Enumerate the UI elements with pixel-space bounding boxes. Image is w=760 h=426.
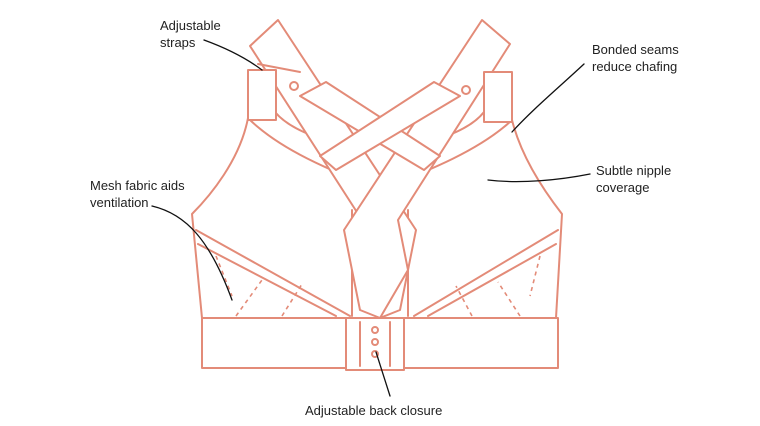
leader-subtle-coverage	[487, 173, 591, 183]
label-subtle-coverage-line2: coverage	[596, 180, 650, 195]
closure-hook	[371, 326, 379, 334]
left-side-inner-edge	[195, 229, 351, 317]
label-mesh-fabric-line2: ventilation	[90, 195, 149, 210]
label-adjustable-straps: Adjustable straps	[160, 17, 221, 51]
label-subtle-coverage-line1: Subtle nipple	[596, 163, 672, 178]
leader-back-closure	[375, 351, 391, 397]
leader-bonded-seams	[511, 63, 585, 133]
closure-hooks	[371, 326, 379, 358]
label-subtle-coverage: Subtle nipple coverage	[596, 162, 671, 196]
right-side-inner-edge-2	[427, 243, 557, 317]
left-mesh-dash-3	[281, 283, 303, 317]
left-strap-slider	[247, 69, 277, 121]
leader-adjustable-straps	[203, 39, 263, 71]
label-bonded-seams-line2: reduce chafing	[592, 59, 678, 74]
label-back-closure-line1: Adjustable back closure	[305, 403, 443, 418]
label-mesh-fabric: Mesh fabric aids ventilation	[90, 177, 185, 211]
right-mesh-dash-1	[529, 255, 541, 297]
right-strap-ring	[461, 85, 471, 95]
left-side-inner-edge-2	[197, 243, 337, 317]
left-strap-crossbar	[257, 63, 301, 73]
closure-hook	[371, 338, 379, 346]
right-strap-slider	[483, 71, 513, 123]
label-bonded-seams-line1: Bonded seams	[592, 42, 679, 57]
right-side-inner-edge	[413, 229, 559, 317]
label-mesh-fabric-line1: Mesh fabric aids	[90, 178, 185, 193]
label-back-closure: Adjustable back closure	[305, 402, 442, 419]
right-strap	[343, 19, 511, 319]
label-bonded-seams: Bonded seams reduce chafing	[592, 41, 679, 75]
left-mesh-dash-1	[215, 255, 233, 297]
leader-mesh-fabric	[151, 205, 233, 301]
label-adjustable-straps-line2: straps	[160, 35, 196, 50]
cross-band-b	[319, 81, 461, 171]
label-adjustable-straps-line1: Adjustable	[160, 18, 221, 33]
right-mesh-dash-3	[455, 285, 473, 317]
left-strap-ring	[289, 81, 299, 91]
right-mesh-dash-2	[497, 281, 521, 317]
